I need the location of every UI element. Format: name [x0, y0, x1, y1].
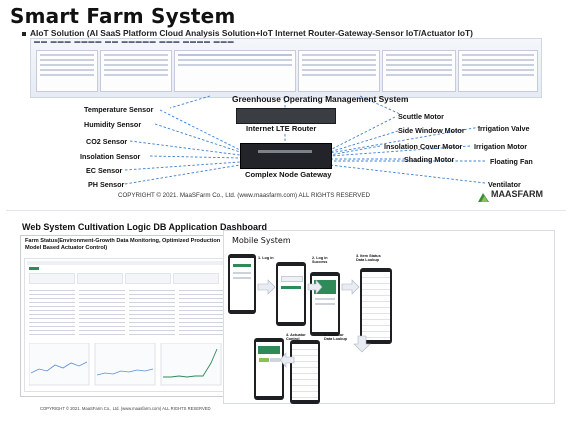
platform-panel	[100, 50, 172, 92]
connector-line	[329, 116, 396, 151]
actuator-label-ventilator: Ventilator	[488, 180, 521, 189]
dashboard-data-table	[129, 287, 175, 337]
connector-line	[159, 109, 241, 151]
connector-line	[329, 130, 399, 153]
sensor-label-temperature: Temperature Sensor	[84, 105, 154, 114]
right-arrow-icon	[257, 279, 276, 295]
step-label-actuator-control: 4. Actuator Control	[286, 333, 306, 341]
web-system-title: Web System Cultivation Logic DB Applicat…	[22, 222, 268, 232]
right-arrow-icon	[341, 279, 360, 295]
actuator-label-floating-fan: Floating Fan	[490, 157, 533, 166]
connector-line	[329, 145, 381, 156]
connector-line	[124, 164, 241, 185]
sensor-label-co2: CO2 Sensor	[86, 137, 128, 146]
actuator-label-irrigation-motor: Irrigation Motor	[474, 142, 528, 151]
sensor-label-ph: PH Sensor	[88, 180, 125, 189]
connector-line	[169, 95, 211, 109]
phone-screen-login-form	[276, 262, 306, 326]
flow-arrows-row2	[353, 335, 371, 353]
connector-line	[329, 126, 481, 154]
dashboard-frame	[24, 258, 228, 392]
connector-line	[124, 161, 241, 171]
page-subtitle: AIoT Solution (AI SaaS Platform Cloud An…	[22, 28, 473, 38]
connector-line	[149, 155, 241, 159]
dashboard-status-row	[29, 273, 219, 284]
subtitle-text: AIoT Solution (AI SaaS Platform Cloud An…	[30, 28, 473, 38]
platform-panel	[298, 50, 380, 92]
connector-line	[129, 140, 241, 156]
gateway-panel-strip	[258, 150, 312, 153]
mobile-system-title: Mobile System	[232, 236, 291, 245]
web-dashboard-screenshot: Farm Status(Environment-Growth Data Moni…	[20, 235, 232, 397]
phone-screen-actuator-control	[254, 338, 284, 400]
step-label-login-success: 2. Log in Success	[312, 256, 328, 265]
gateway-device	[240, 143, 332, 169]
left-arrow-icon	[280, 352, 295, 368]
connector-line	[329, 164, 486, 184]
connector-line	[154, 123, 241, 153]
actuator-label-insolation-cover-motor: Insolation Cover Motor	[384, 142, 463, 151]
sensor-label-insolation: Insolation Sensor	[80, 152, 141, 161]
sensor-label-ec: EC Sensor	[86, 166, 123, 175]
step-label-login: 1. Log in	[258, 256, 274, 260]
dashboard-data-table	[79, 287, 125, 337]
dashboard-logo	[29, 267, 39, 270]
phone-screen-item-status	[360, 268, 392, 344]
dashboard-data-table	[179, 287, 223, 337]
gateway-label: Complex Node Gateway	[245, 170, 332, 179]
copyright-text: COPYRIGHT © 2021. MaaSFarm Co., Ltd. (ww…	[118, 192, 371, 199]
step-label-actuator-data: 5. Actuator Data Lookup	[324, 333, 347, 342]
platform-panel	[458, 50, 538, 92]
connector-line	[329, 145, 471, 157]
maasfarm-logo-text: MAASFARM	[491, 189, 543, 199]
page-title: Smart Farm System	[10, 4, 236, 28]
platform-chart-panel	[174, 50, 296, 92]
dashboard-trend-charts	[29, 343, 222, 386]
down-arrow-icon	[353, 335, 371, 353]
dashboard-topbar	[27, 261, 225, 265]
phone-screen-actuator-data	[290, 340, 320, 404]
actuator-label-shading-motor: Shading Motor	[404, 155, 455, 164]
lte-router-label: Internet LTE Router	[246, 124, 317, 133]
actuator-label-irrigation-valve: Irrigation Valve	[478, 124, 530, 133]
platform-panel	[36, 50, 98, 92]
section-divider	[6, 210, 566, 211]
bullet-icon	[22, 31, 26, 36]
actuator-label-scuttle-motor: Scuttle Motor	[398, 112, 444, 121]
dashboard-heading: Farm Status(Environment-Growth Data Moni…	[25, 238, 221, 251]
platform-panel	[382, 50, 456, 92]
web-copyright-text: COPYRIGHT © 2021. MaaSFarm Co., Ltd. (ww…	[40, 406, 211, 411]
step-label-item-status: 3. Item Status Data Lookup	[356, 254, 381, 263]
flow-arrow-left	[280, 352, 295, 368]
flow-arrows-row1	[257, 279, 360, 295]
phone-screen-login	[228, 254, 256, 314]
connector-lines	[124, 95, 486, 185]
actuator-label-side-window-motor: Side Window Motor	[398, 126, 465, 135]
sensor-label-humidity: Humidity Sensor	[84, 120, 142, 129]
dashboard-data-table	[29, 287, 75, 337]
right-arrow-icon	[307, 279, 323, 295]
connector-line	[359, 95, 401, 115]
greenhouse-system-label: Greenhouse Operating Management System	[232, 94, 409, 104]
lte-router-device	[236, 108, 336, 124]
platform-band-heading: ▬▬ ▬▬▬ ▬▬▬▬ ▬▬ ▬▬▬▬▬ ▬▬▬ ▬▬▬▬ ▬▬▬	[34, 39, 235, 45]
maasfarm-logo-mark	[478, 189, 489, 202]
